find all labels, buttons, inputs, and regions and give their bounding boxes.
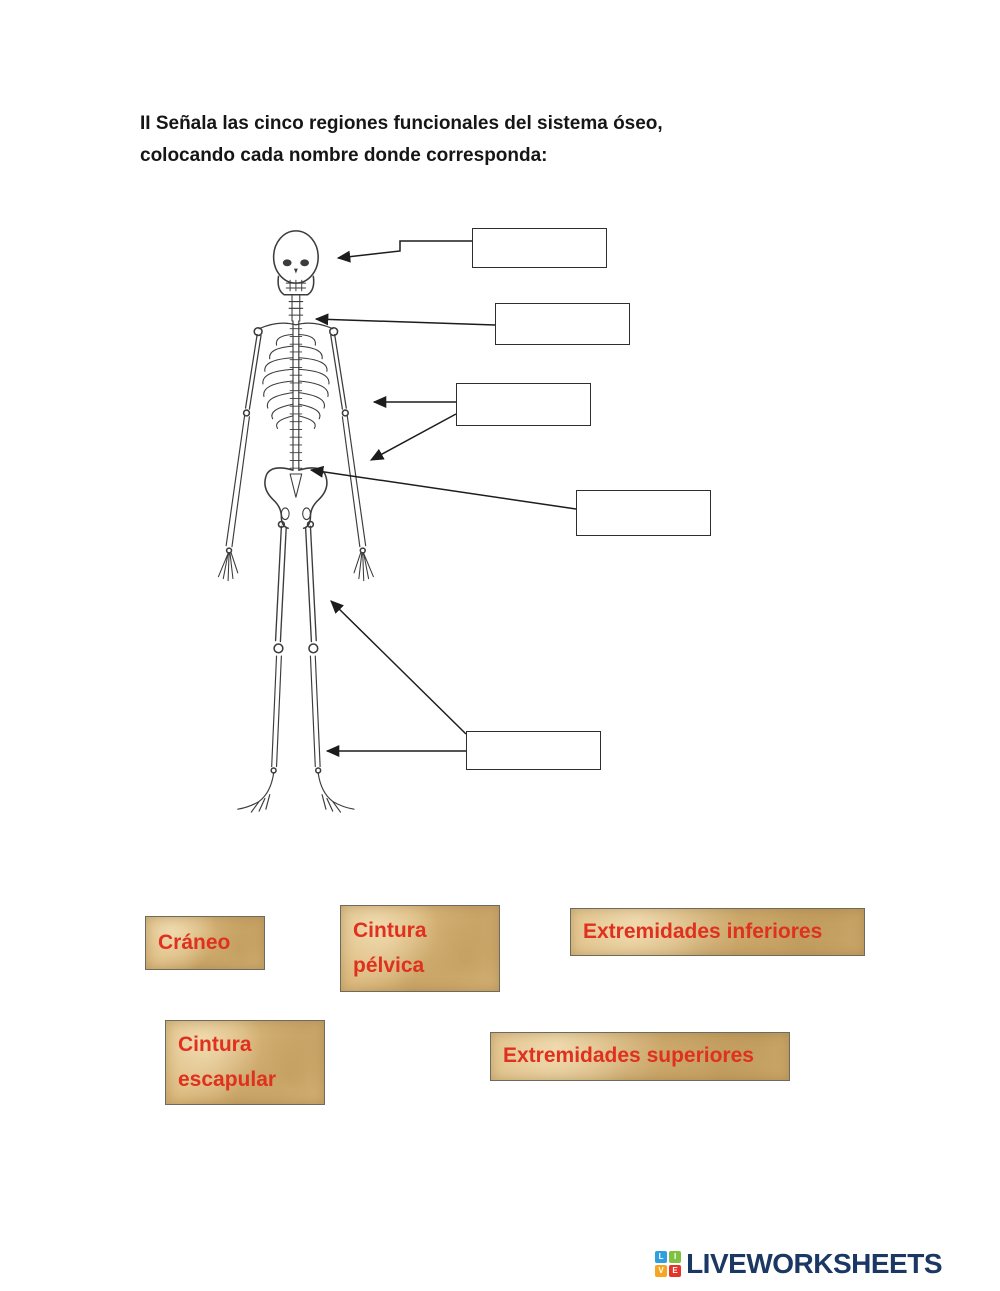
tile-text: Cintura — [353, 918, 427, 942]
tile-text: pélvica — [353, 953, 425, 977]
exercise-title: II Señala las cinco regiones funcionales… — [140, 108, 860, 173]
tile-text: Cráneo — [158, 930, 231, 954]
exercise-title-line1: II Señala las cinco regiones funcionales… — [140, 113, 663, 134]
answer-box-ribcage[interactable] — [456, 383, 591, 426]
label-tile-craneo[interactable]: Cráneo — [145, 916, 265, 970]
logo-square-e: E — [669, 1264, 682, 1277]
tile-text: Extremidades superiores — [503, 1044, 754, 1068]
exercise-title-line2: colocando cada nombre donde corresponda: — [140, 145, 548, 167]
label-tile-extremidades-superiores[interactable]: Extremidades superiores — [490, 1032, 790, 1081]
answer-box-pelvis[interactable] — [576, 490, 711, 536]
label-tile-cintura-escapular[interactable]: Cintura escapular — [165, 1020, 325, 1105]
answer-box-lower-limbs[interactable] — [466, 731, 601, 770]
liveworksheets-brand: LIVEWORKSHEETS — [686, 1248, 942, 1279]
tile-text: Extremidades inferiores — [583, 919, 823, 943]
logo-square-l: L — [655, 1250, 668, 1263]
tile-text: escapular — [178, 1067, 277, 1091]
skeleton-illustration — [217, 230, 374, 813]
tile-text: Cintura — [178, 1032, 252, 1056]
liveworksheets-footer: L I V E LIVEWORKSHEETS — [655, 1248, 942, 1280]
label-tile-cintura-pelvica[interactable]: Cintura pélvica — [340, 905, 500, 992]
label-tile-extremidades-inferiores[interactable]: Extremidades inferiores — [570, 908, 865, 956]
answer-box-shoulder-girdle[interactable] — [495, 303, 630, 345]
liveworksheets-logo-icon: L I V E — [655, 1250, 682, 1278]
logo-square-v: V — [655, 1264, 668, 1277]
logo-square-i: I — [669, 1250, 682, 1263]
answer-box-skull[interactable] — [472, 228, 607, 268]
